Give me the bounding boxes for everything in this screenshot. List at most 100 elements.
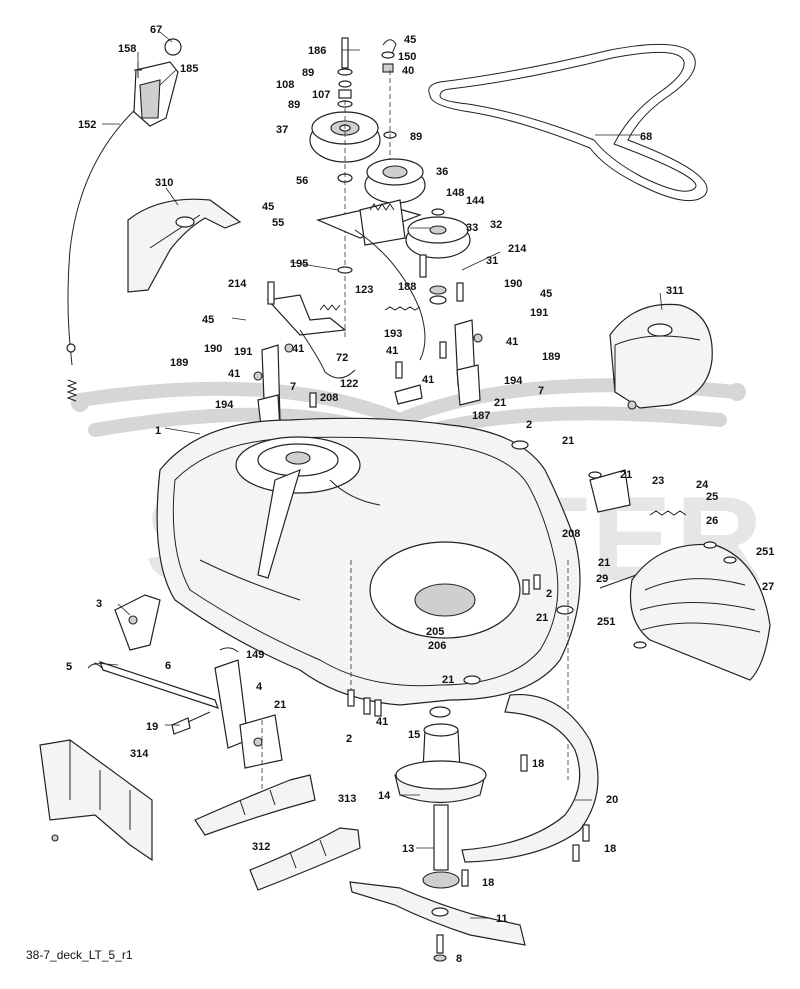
callout: 29 xyxy=(596,573,608,585)
skirt-313 xyxy=(194,774,316,836)
callout: 312 xyxy=(252,841,270,853)
callout: 187 xyxy=(472,410,490,422)
callout: 189 xyxy=(170,357,188,369)
callout: 149 xyxy=(246,649,264,661)
callout: 41 xyxy=(228,368,240,380)
callout: 5 xyxy=(66,661,72,673)
callout: 45 xyxy=(540,288,552,300)
callout: 41 xyxy=(376,716,388,728)
belt-shield-right xyxy=(609,303,713,410)
callout: 18 xyxy=(604,843,616,855)
callout: 72 xyxy=(336,352,348,364)
callout: 150 xyxy=(398,51,416,63)
idler-pulley-36 xyxy=(364,158,426,204)
callout: 27 xyxy=(762,581,774,593)
callout: 45 xyxy=(202,314,214,326)
callout: 15 xyxy=(408,729,420,741)
callout: 186 xyxy=(308,45,326,57)
callout: 313 xyxy=(338,793,356,805)
callout: 21 xyxy=(274,699,286,711)
callout: 3 xyxy=(96,598,102,610)
callout: 33 xyxy=(466,222,478,234)
belt-guard xyxy=(461,693,599,863)
callout: 41 xyxy=(292,343,304,355)
bracket-left xyxy=(253,281,356,436)
callout: 214 xyxy=(228,278,247,290)
idler-arm xyxy=(316,199,426,361)
callout: 26 xyxy=(706,515,718,527)
callout: 191 xyxy=(530,307,548,319)
callout: 108 xyxy=(276,79,294,91)
callout: 13 xyxy=(402,843,414,855)
callout: 7 xyxy=(290,381,296,393)
callout: 190 xyxy=(204,343,222,355)
callout: 21 xyxy=(536,612,548,624)
callout: 193 xyxy=(384,328,402,340)
callout: 31 xyxy=(486,255,498,267)
callout: 2 xyxy=(346,733,352,745)
callout: 89 xyxy=(288,99,300,111)
callout: 45 xyxy=(404,34,416,46)
callout: 55 xyxy=(272,217,284,229)
callout: 89 xyxy=(302,67,314,79)
callout: 310 xyxy=(155,177,173,189)
callout: 67 xyxy=(150,24,162,36)
discharge-chute xyxy=(589,469,771,681)
callout: 25 xyxy=(706,491,718,503)
callout: 6 xyxy=(165,660,171,672)
skirt-314 xyxy=(39,739,153,862)
callout-labels: 67 158 185 152 310 186 89 108 107 89 37 … xyxy=(66,24,774,965)
callout: 194 xyxy=(504,375,523,387)
callout: 148 xyxy=(446,187,464,199)
leader-lines xyxy=(93,31,663,919)
pulley-32 xyxy=(405,208,471,305)
callout: 205 xyxy=(426,626,444,638)
callout: 32 xyxy=(490,219,502,231)
diagram-caption: 38-7_deck_LT_5_r1 xyxy=(26,948,133,962)
callout: 152 xyxy=(78,119,96,131)
callout: 194 xyxy=(215,399,234,411)
callout: 40 xyxy=(402,65,414,77)
callout: 185 xyxy=(180,63,198,75)
callout: 24 xyxy=(696,479,709,491)
callout: 41 xyxy=(386,345,398,357)
callout: 251 xyxy=(597,616,615,628)
callout: 2 xyxy=(546,588,552,600)
callout: 21 xyxy=(494,397,506,409)
callout: 314 xyxy=(130,748,149,760)
callout: 122 xyxy=(340,378,358,390)
lift-linkage xyxy=(87,594,283,800)
callout: 11 xyxy=(496,913,508,925)
skirt-312 xyxy=(249,827,361,891)
callout: 21 xyxy=(562,435,574,447)
callout: 89 xyxy=(410,131,422,143)
callout: 144 xyxy=(466,195,485,207)
callout: 21 xyxy=(598,557,610,569)
callout: 208 xyxy=(320,392,338,404)
callout: 4 xyxy=(256,681,263,693)
callout: 189 xyxy=(542,351,560,363)
cutting-blade xyxy=(349,881,526,962)
callout: 21 xyxy=(620,469,632,481)
callout: 208 xyxy=(562,528,580,540)
callout: 190 xyxy=(504,278,522,290)
callout: 18 xyxy=(482,877,494,889)
deck-housing xyxy=(156,417,602,780)
control-cable xyxy=(66,38,182,402)
callout: 1 xyxy=(155,425,161,437)
callout: 41 xyxy=(422,374,434,386)
callout: 311 xyxy=(666,285,684,297)
drive-belt xyxy=(428,43,708,202)
callout: 14 xyxy=(378,790,391,802)
callout: 19 xyxy=(146,721,158,733)
callout: 7 xyxy=(538,385,544,397)
callout: 195 xyxy=(290,258,308,270)
spindle-assembly xyxy=(394,706,487,889)
callout: 8 xyxy=(456,953,462,965)
callout: 23 xyxy=(652,475,664,487)
callout: 2 xyxy=(526,419,532,431)
callout: 123 xyxy=(355,284,373,296)
callout: 107 xyxy=(312,89,330,101)
callout: 36 xyxy=(436,166,448,178)
